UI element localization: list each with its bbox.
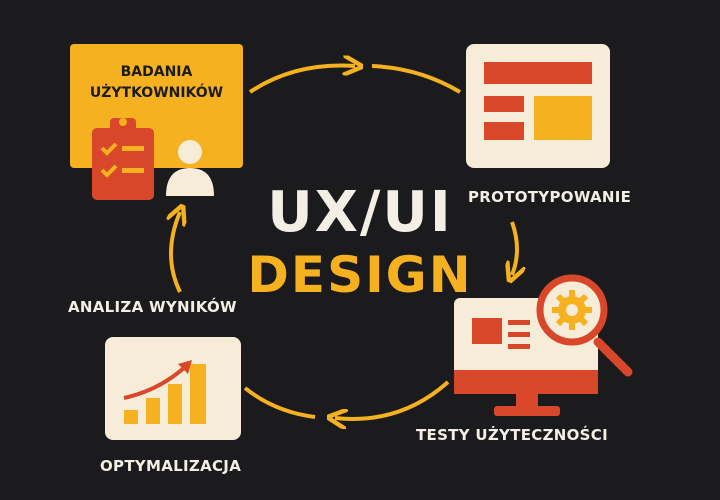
arrow-optimize-connector: [243, 386, 316, 419]
optimize-label: OPTYMALIZACJA: [100, 457, 242, 475]
arrow-research-to-prototype: [248, 66, 355, 94]
research-label-line-1: BADANIA: [120, 64, 193, 80]
wireframe-layout-icon: [484, 62, 592, 140]
clipboard-user-icon: [92, 118, 214, 200]
growth-bar-chart-icon: [123, 360, 206, 424]
arrow-testing-to-optimize: [335, 380, 450, 419]
analysis-label: ANALIZA WYNIKÓW: [68, 298, 237, 316]
arrow-analysis-to-research: [171, 212, 180, 293]
title-line-1: UX/UI: [267, 180, 453, 245]
title-line-2: DESIGN: [247, 246, 473, 304]
testing-label: TESTY UŻYTECZNOŚCI: [416, 426, 608, 444]
prototype-label: PROTOTYPOWANIE: [468, 188, 632, 206]
monitor-magnifier-gear-icon: [454, 274, 633, 416]
arrow-prototype-to-testing: [512, 221, 517, 275]
arrow-to-prototype-box: [371, 64, 462, 94]
research-label: BADANIA UŻYTKOWNIKÓW: [70, 62, 243, 104]
research-label-line-2: UŻYTKOWNIKÓW: [89, 85, 224, 101]
